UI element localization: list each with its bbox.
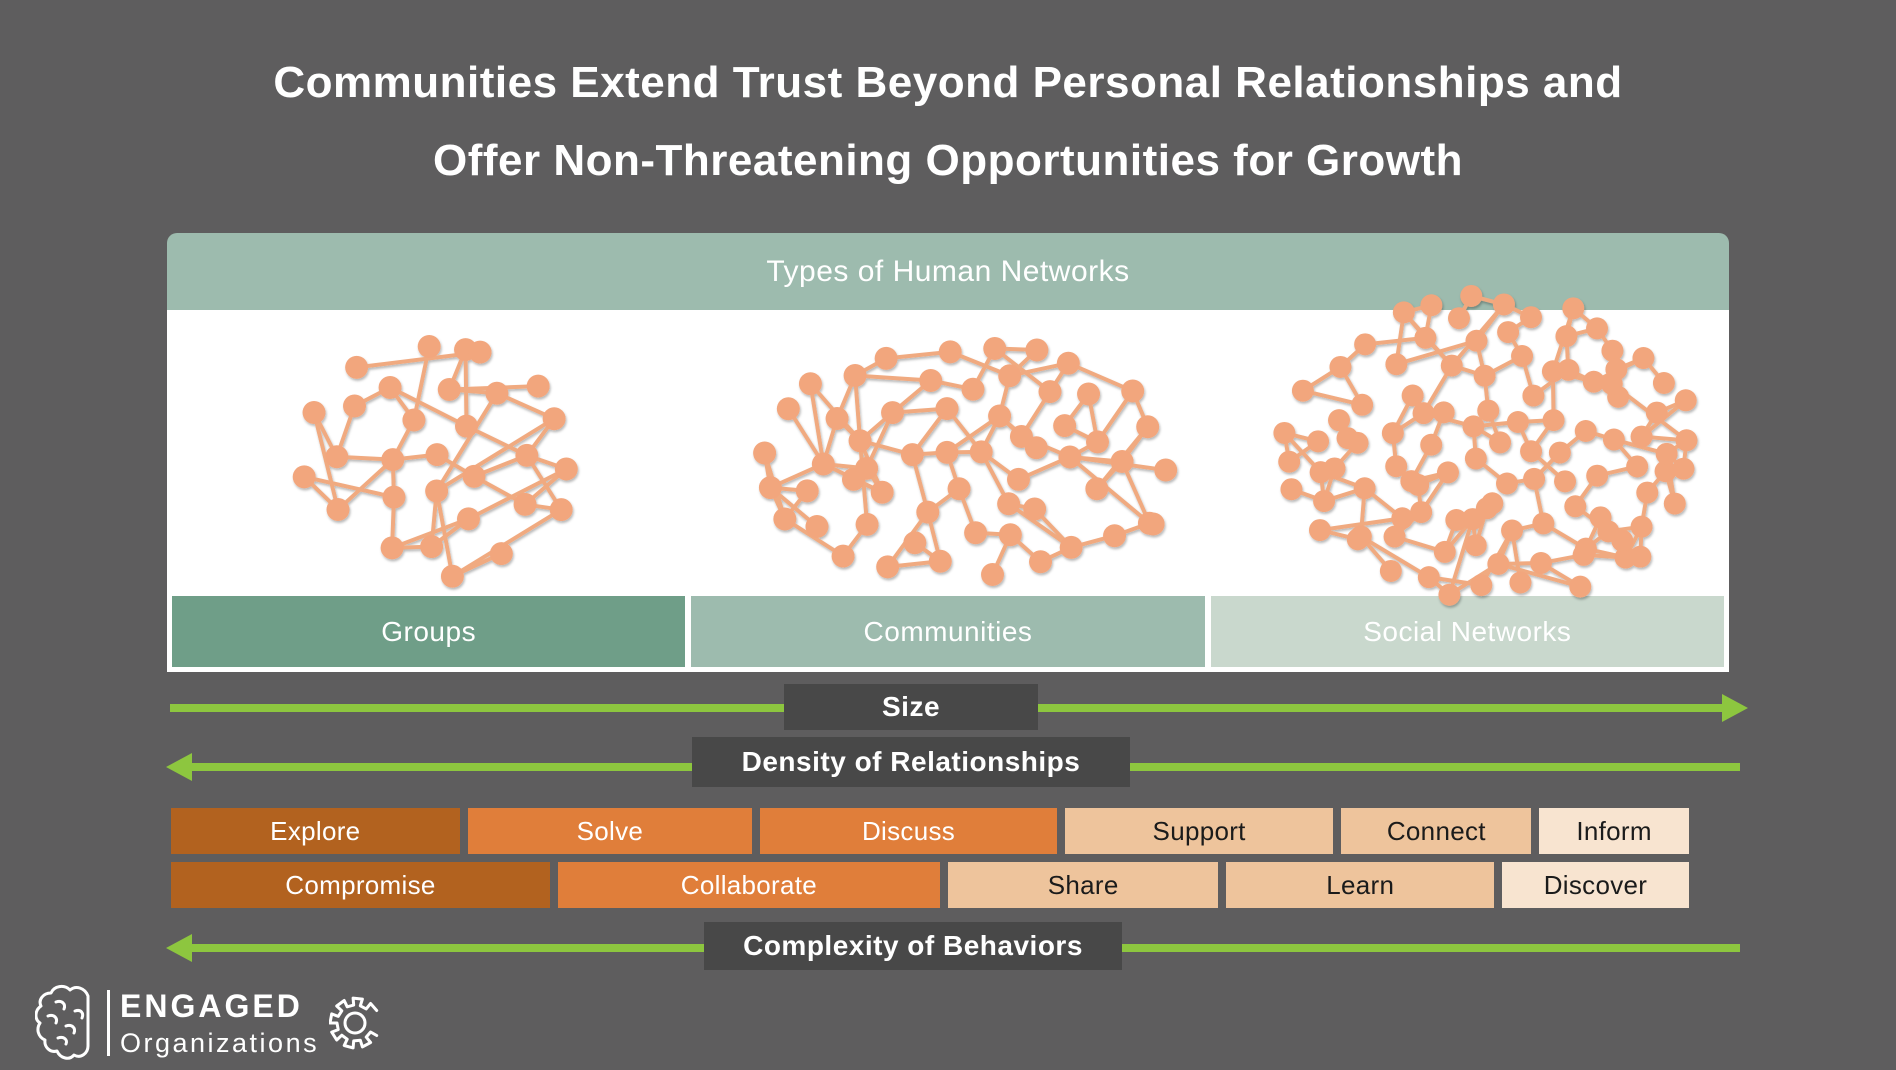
brain-icon — [35, 984, 90, 1060]
behavior-collaborate: Collaborate — [557, 862, 940, 908]
complexity-arrow-head-icon — [166, 934, 192, 962]
gear-icon — [329, 996, 379, 1050]
category-social-networks: Social Networks — [1210, 596, 1724, 667]
page-title-line2: Offer Non-Threatening Opportunities for … — [432, 136, 1464, 185]
behavior-row-1: Explore Solve Discuss Support Connect In… — [171, 808, 1689, 854]
behavior-discuss: Discuss — [760, 808, 1057, 854]
behavior-share: Share — [947, 862, 1219, 908]
logo-text: ENGAGED Organizations — [120, 990, 319, 1057]
behavior-compromise: Compromise — [171, 862, 550, 908]
logo-divider — [107, 990, 110, 1056]
size-axis-label: Size — [784, 684, 1038, 730]
gear-outline — [329, 996, 379, 1050]
density-axis-label: Density of Relationships — [692, 737, 1130, 787]
logo-subtitle: Organizations — [120, 1027, 320, 1058]
behavior-connect: Connect — [1341, 808, 1532, 854]
behavior-discover: Discover — [1502, 862, 1689, 908]
page-title-line1: Communities Extend Trust Beyond Personal… — [273, 58, 1623, 107]
category-label-row: Groups Communities Social Networks — [167, 596, 1729, 672]
logo-name: ENGAGED — [120, 987, 303, 1024]
panel-body — [167, 310, 1729, 596]
engaged-organizations-logo: ENGAGED Organizations — [35, 981, 387, 1065]
behavior-learn: Learn — [1226, 862, 1494, 908]
behavior-inform: Inform — [1539, 808, 1689, 854]
behavior-support: Support — [1064, 808, 1334, 854]
panel-header: Types of Human Networks — [167, 233, 1729, 310]
density-arrow-head-icon — [166, 753, 192, 781]
behavior-solve: Solve — [467, 808, 753, 854]
category-groups: Groups — [172, 596, 686, 667]
behavior-explore: Explore — [171, 808, 460, 854]
behavior-row-2: Compromise Collaborate Share Learn Disco… — [171, 862, 1689, 908]
page-title: Communities Extend Trust Beyond Personal… — [0, 44, 1896, 200]
complexity-axis-label: Complexity of Behaviors — [704, 922, 1122, 970]
category-communities: Communities — [691, 596, 1205, 667]
size-arrow-head-icon — [1722, 694, 1748, 722]
networks-panel: Types of Human Networks Groups Communiti… — [167, 233, 1729, 672]
